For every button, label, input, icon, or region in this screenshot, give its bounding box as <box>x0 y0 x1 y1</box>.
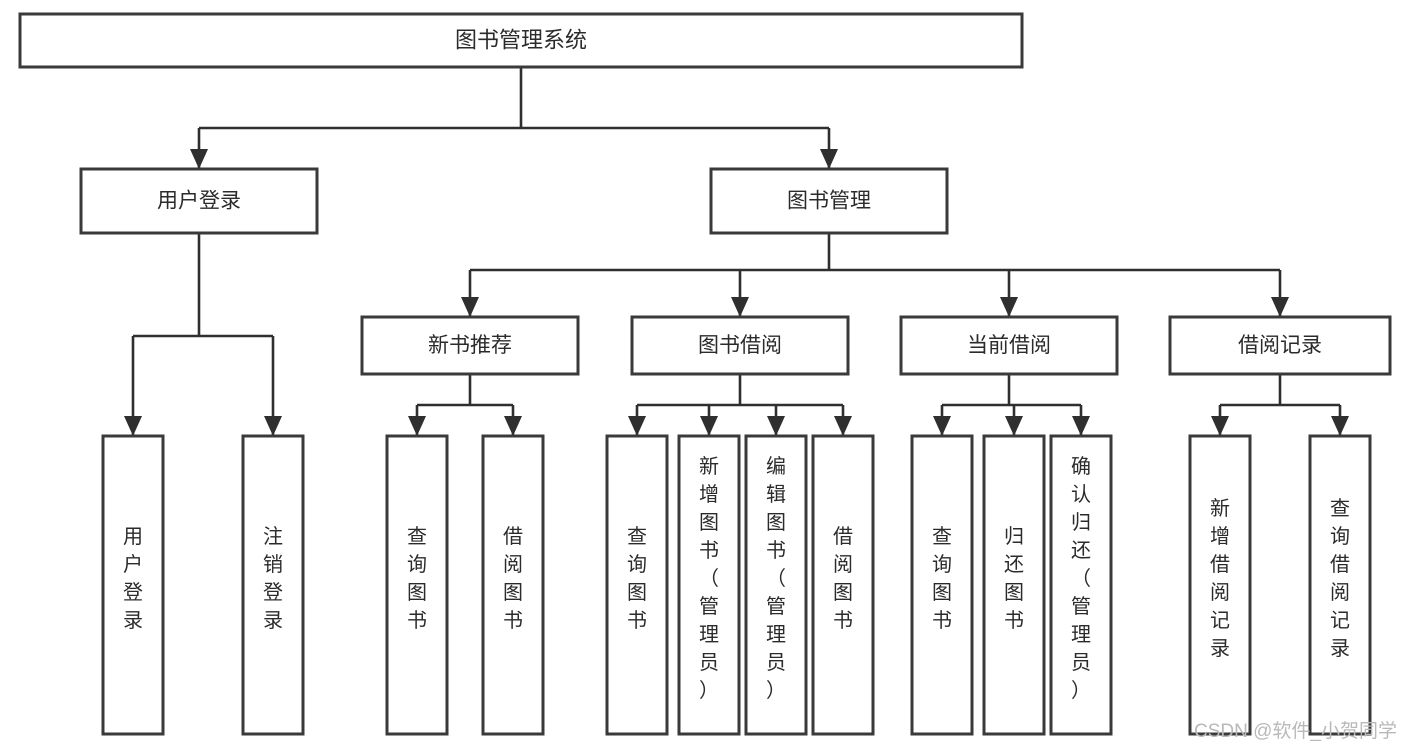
arrow-icon <box>820 149 838 169</box>
node-label-current-borrow: 当前借阅 <box>967 334 1051 357</box>
node-borrow-record[interactable]: 借阅记录 <box>1168 315 1392 376</box>
arrow-icon <box>1331 416 1349 436</box>
node-leaf-return-book[interactable]: 归还图书 <box>982 434 1046 736</box>
node-leaf-add-book[interactable]: 新增图书（管理员） <box>677 434 741 736</box>
arrow-icon <box>1271 297 1289 317</box>
node-label-user-login: 用户登录 <box>157 190 241 213</box>
node-label-leaf-borrow-book-1: 借阅图书 <box>503 525 523 632</box>
node-label-leaf-return-book: 归还图书 <box>1004 525 1024 632</box>
arrow-icon <box>731 297 749 317</box>
node-book-borrow[interactable]: 图书借阅 <box>630 315 850 376</box>
node-label-leaf-add-record: 新增借阅记录 <box>1210 497 1230 660</box>
node-label-new-book-recommend: 新书推荐 <box>428 334 512 357</box>
node-leaf-user-login[interactable]: 用户登录 <box>101 434 165 736</box>
node-label-leaf-edit-book: 编辑图书（管理员） <box>766 455 786 702</box>
arrow-icon <box>834 416 852 436</box>
node-label-leaf-logout: 注销登录 <box>263 525 283 632</box>
arrow-icon <box>1000 297 1018 317</box>
node-new-book-recommend[interactable]: 新书推荐 <box>360 315 580 376</box>
arrow-icon <box>504 416 522 436</box>
node-leaf-add-record[interactable]: 新增借阅记录 <box>1188 434 1252 736</box>
node-box-leaf-query-book-2 <box>605 434 669 736</box>
node-box-leaf-query-record <box>1308 434 1372 736</box>
node-box-leaf-query-book-1 <box>385 434 449 736</box>
node-label-leaf-query-book-1: 查询图书 <box>407 525 427 632</box>
node-box-root <box>18 12 1024 69</box>
node-box-new-book-recommend <box>360 315 580 376</box>
arrow-icon <box>461 297 479 317</box>
node-label-book-manage: 图书管理 <box>787 190 871 213</box>
arrow-icon <box>190 149 208 169</box>
node-label-leaf-add-book: 新增图书（管理员） <box>699 455 719 702</box>
arrow-icon <box>1005 416 1023 436</box>
arrow-icon <box>628 416 646 436</box>
arrow-icon <box>1211 416 1229 436</box>
node-box-leaf-logout <box>241 434 305 736</box>
arrow-icon <box>1072 416 1090 436</box>
node-label-borrow-record: 借阅记录 <box>1238 334 1322 357</box>
node-box-leaf-query-book-3 <box>910 434 974 736</box>
node-box-leaf-edit-book <box>744 434 808 736</box>
node-label-leaf-confirm-return: 确认归还（管理员） <box>1071 455 1091 702</box>
node-leaf-query-book-1[interactable]: 查询图书 <box>385 434 449 736</box>
node-label-leaf-borrow-book-2: 借阅图书 <box>833 525 853 632</box>
node-layer: 图书管理系统用户登录图书管理新书推荐图书借阅当前借阅借阅记录用户登录注销登录查询… <box>18 12 1392 736</box>
node-box-leaf-add-record <box>1188 434 1252 736</box>
node-leaf-confirm-return[interactable]: 确认归还（管理员） <box>1049 434 1113 736</box>
node-box-user-login <box>79 167 319 235</box>
arrow-icon <box>700 416 718 436</box>
arrow-icon <box>264 416 282 436</box>
node-book-manage[interactable]: 图书管理 <box>709 167 949 235</box>
node-label-leaf-query-book-3: 查询图书 <box>932 525 952 632</box>
node-box-leaf-return-book <box>982 434 1046 736</box>
node-box-book-borrow <box>630 315 850 376</box>
node-leaf-query-book-3[interactable]: 查询图书 <box>910 434 974 736</box>
arrow-icon <box>767 416 785 436</box>
node-current-borrow[interactable]: 当前借阅 <box>899 315 1119 376</box>
arrow-icon <box>933 416 951 436</box>
node-leaf-logout[interactable]: 注销登录 <box>241 434 305 736</box>
node-label-leaf-user-login: 用户登录 <box>123 526 143 632</box>
node-leaf-edit-book[interactable]: 编辑图书（管理员） <box>744 434 808 736</box>
arrow-icon <box>124 416 142 436</box>
node-leaf-query-record[interactable]: 查询借阅记录 <box>1308 434 1372 736</box>
node-box-leaf-user-login <box>101 434 165 736</box>
node-box-borrow-record <box>1168 315 1392 376</box>
node-box-leaf-borrow-book-2 <box>811 434 875 736</box>
node-label-leaf-query-record: 查询借阅记录 <box>1330 497 1350 660</box>
node-leaf-borrow-book-1[interactable]: 借阅图书 <box>481 434 545 736</box>
node-box-leaf-confirm-return <box>1049 434 1113 736</box>
node-label-leaf-query-book-2: 查询图书 <box>627 525 647 632</box>
node-box-leaf-borrow-book-1 <box>481 434 545 736</box>
node-leaf-borrow-book-2[interactable]: 借阅图书 <box>811 434 875 736</box>
arrow-icon <box>408 416 426 436</box>
node-label-root: 图书管理系统 <box>455 27 587 52</box>
node-label-book-borrow: 图书借阅 <box>698 334 782 357</box>
node-box-book-manage <box>709 167 949 235</box>
node-root[interactable]: 图书管理系统 <box>18 12 1024 69</box>
connector-layer <box>124 67 1349 436</box>
node-box-leaf-add-book <box>677 434 741 736</box>
node-box-current-borrow <box>899 315 1119 376</box>
node-leaf-query-book-2[interactable]: 查询图书 <box>605 434 669 736</box>
node-user-login[interactable]: 用户登录 <box>79 167 319 235</box>
